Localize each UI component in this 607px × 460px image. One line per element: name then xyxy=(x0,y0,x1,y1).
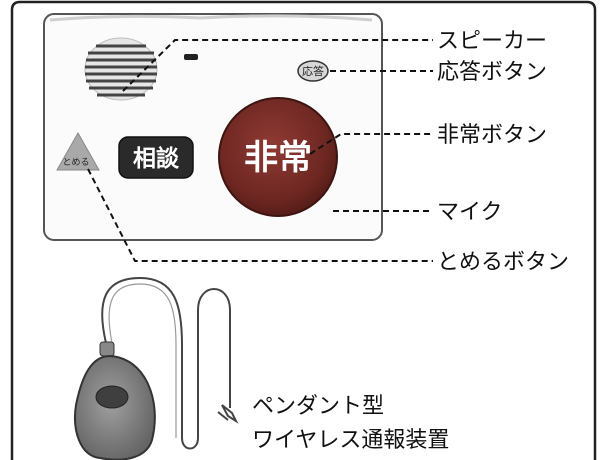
pendant-caption-line1: ペンダント型 xyxy=(252,394,384,419)
pendant-caption-line2: ワイヤレス通報装置 xyxy=(252,428,449,453)
pendant-device xyxy=(74,341,156,460)
stop-button[interactable]: とめる xyxy=(56,131,100,171)
stop-button-label: とめる xyxy=(62,157,89,168)
answer-button-callout-label: 応答ボタン xyxy=(437,60,547,85)
answer-button-label: 応答 xyxy=(302,64,324,78)
speaker-grille xyxy=(84,37,158,101)
consult-button-label: 相談 xyxy=(133,145,180,172)
pendant-button[interactable] xyxy=(95,385,129,409)
emergency-leader-line xyxy=(309,133,433,155)
emergency-button[interactable]: 非常 xyxy=(218,97,338,217)
speaker-leader-line xyxy=(122,39,433,92)
outer-frame xyxy=(10,0,597,460)
pendant-cord xyxy=(101,276,231,450)
cord-clip xyxy=(217,404,239,424)
stop-button-callout-label: とめるボタン xyxy=(437,250,569,275)
answer-button[interactable]: 応答 xyxy=(297,60,329,82)
consult-button[interactable]: 相談 xyxy=(118,136,194,179)
emergency-button-label: 非常 xyxy=(244,138,312,178)
speaker-callout-label: スピーカー xyxy=(437,29,547,54)
microphone-callout-label: マイク xyxy=(437,200,503,225)
indicator-lamp xyxy=(184,54,198,60)
stop-leader-line xyxy=(87,168,433,262)
emergency-button-callout-label: 非常ボタン xyxy=(437,123,547,148)
